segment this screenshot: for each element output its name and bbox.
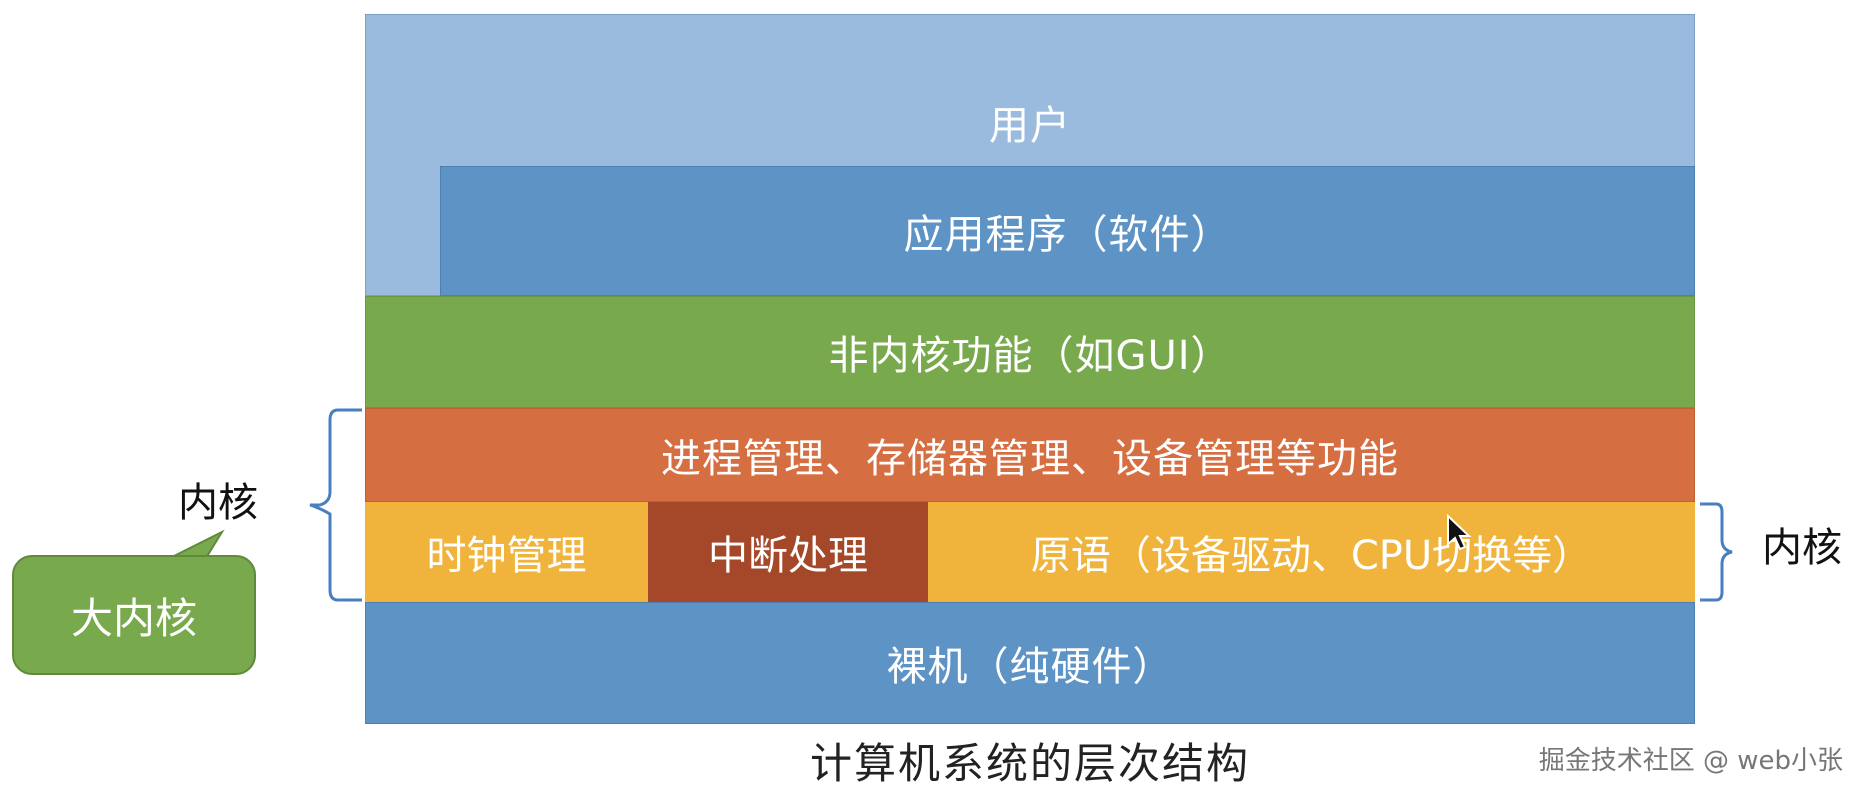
diagram-caption: 计算机系统的层次结构 [365,730,1695,790]
primitives-label: 原语（设备驱动、CPU切换等） [1030,533,1593,579]
hardware-layer-label: 裸机（纯硬件） [886,644,1174,690]
right-kernel-bracket [1700,502,1733,602]
non-kernel-layer-label: 非内核功能（如GUI） [828,333,1232,379]
kernel-label-left: 内核 [178,480,258,526]
big-kernel-label: 大内核 [70,593,197,643]
mouse-cursor-icon [1447,514,1472,551]
hardware-layer: 裸机（纯硬件） [365,602,1695,724]
process-management-layer: 进程管理、存储器管理、设备管理等功能 [365,408,1695,502]
non-kernel-layer: 非内核功能（如GUI） [365,296,1695,408]
process-management-label: 进程管理、存储器管理、设备管理等功能 [661,436,1399,482]
clock-management-label: 时钟管理 [426,533,587,579]
big-kernel-callout: 大内核 [12,555,256,675]
core-kernel-row: 时钟管理 中断处理 原语（设备驱动、CPU切换等） [365,502,1695,602]
left-kernel-bracket [309,408,362,602]
interrupt-handling-cell: 中断处理 [648,502,928,602]
diagram-caption-text: 计算机系统的层次结构 [809,738,1250,788]
clock-management-cell: 时钟管理 [365,502,648,602]
user-layer-label: 用户 [989,103,1071,149]
kernel-label-right: 内核 [1762,525,1842,571]
watermark: 掘金技术社区 @ web小张 [1538,746,1843,776]
interrupt-handling-label: 中断处理 [708,533,868,579]
application-layer-label: 应用程序（软件） [903,212,1232,258]
primitives-cell: 原语（设备驱动、CPU切换等） [928,502,1695,602]
application-layer: 应用程序（软件） [440,166,1695,296]
